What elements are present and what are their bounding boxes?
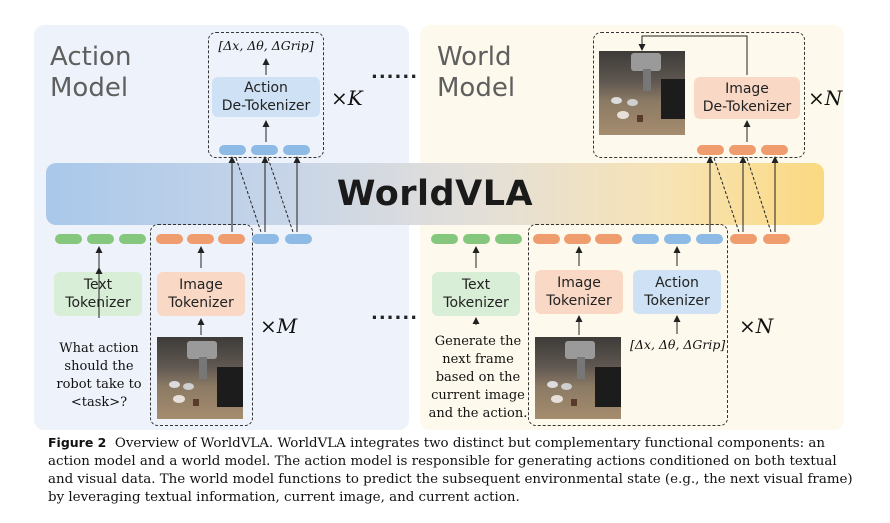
text-token <box>119 234 146 244</box>
text-token <box>463 234 490 244</box>
action-prompt: What action should the robot take to <ta… <box>48 340 150 412</box>
action-detokenizer-line1: Action <box>244 80 288 96</box>
world-prompt-line: current image <box>431 388 525 403</box>
image-token <box>187 234 214 244</box>
action-prompt-line: should the <box>64 359 134 374</box>
text-token <box>495 234 522 244</box>
image-detokenizer-group <box>593 32 805 158</box>
image-token <box>595 234 622 244</box>
image-output-token <box>763 234 790 244</box>
action-prompt-line: <task>? <box>70 395 128 410</box>
world-model-title-line1: World <box>437 42 512 72</box>
image-tokenizer-line2: Tokenizer <box>168 295 234 311</box>
repeat-n-bottom-text: ×N <box>739 314 774 338</box>
action-input-math: [Δx, Δθ, ΔGrip] <box>630 337 726 352</box>
image-output-token <box>697 145 724 155</box>
image-output-token <box>729 145 756 155</box>
repeat-m-text: ×M <box>260 314 298 338</box>
image-tokenizer-group <box>150 224 253 426</box>
text-token <box>431 234 458 244</box>
predicted-frame-image <box>599 51 685 135</box>
image-output-token <box>761 145 788 155</box>
text-tokenizer-line2: Tokenizer <box>443 295 509 311</box>
image-token <box>218 234 245 244</box>
repeat-m-label: ×M <box>260 314 297 338</box>
action-tokenizer-line2: Tokenizer <box>644 293 710 309</box>
text-token <box>87 234 114 244</box>
action-model-title: Action Model <box>50 42 131 104</box>
image-token <box>533 234 560 244</box>
caption-line: by leveraging textual information, curre… <box>48 490 520 505</box>
action-token <box>632 234 659 244</box>
action-model-title-line2: Model <box>50 73 129 103</box>
image-token <box>564 234 591 244</box>
repeat-n-top-label: ×N <box>808 86 842 110</box>
action-output-math: [Δx, Δθ, ΔGrip] <box>218 38 314 53</box>
action-token <box>664 234 691 244</box>
caption-line: Figure 2 Overview of WorldVLA. WorldVLA … <box>48 434 863 453</box>
caption-line: action model and a world model. The acti… <box>48 454 837 469</box>
action-prompt-line: robot take to <box>56 377 142 392</box>
image-tokenizer-box: Image Tokenizer <box>157 272 245 316</box>
ellipsis-top: ...... <box>371 62 419 83</box>
action-tokenizer-line1: Action <box>655 275 699 291</box>
image-tokenizer-box: Image Tokenizer <box>535 270 623 314</box>
figure-caption: Figure 2 Overview of WorldVLA. WorldVLA … <box>48 434 863 507</box>
image-detokenizer-box: Image De-Tokenizer <box>694 77 800 119</box>
text-tokenizer-box: Text Tokenizer <box>54 272 142 316</box>
text-tokenizer-line1: Text <box>461 277 491 293</box>
caption-line: and visual data. The world model functio… <box>48 472 853 487</box>
action-output-token <box>219 145 246 155</box>
repeat-n-bottom-label: ×N <box>739 314 773 338</box>
image-tokenizer-line1: Image <box>557 275 601 291</box>
text-tokenizer-box: Text Tokenizer <box>432 272 520 316</box>
current-scene-image <box>535 337 621 419</box>
repeat-n-top-text: ×N <box>808 86 843 110</box>
worldvla-label: WorldVLA <box>336 174 534 214</box>
world-prompt-line: and the action. <box>428 406 528 421</box>
image-action-tokenizer-group <box>528 224 728 426</box>
image-tokenizer-line2: Tokenizer <box>546 293 612 309</box>
action-input-token <box>252 234 279 244</box>
world-model-title-line2: Model <box>437 73 516 103</box>
ellipsis-bottom: ...... <box>371 303 419 324</box>
worldvla-band <box>46 163 824 225</box>
world-model-title: World Model <box>437 42 515 104</box>
image-detokenizer-line1: Image <box>725 81 769 97</box>
action-output-token <box>251 145 278 155</box>
text-tokenizer-line1: Text <box>83 277 113 293</box>
action-token <box>696 234 723 244</box>
repeat-k-text: ×K <box>331 86 363 110</box>
image-output-token <box>730 234 757 244</box>
caption-label: Figure 2 <box>48 435 107 450</box>
world-prompt-line: Generate the <box>434 334 522 349</box>
image-tokenizer-line1: Image <box>179 277 223 293</box>
action-model-title-line1: Action <box>50 42 132 72</box>
text-tokenizer-line2: Tokenizer <box>65 295 131 311</box>
robot-scene-image <box>157 337 243 419</box>
image-detokenizer-line2: De-Tokenizer <box>702 99 792 115</box>
image-token <box>156 234 183 244</box>
caption-line-text: Overview of WorldVLA. WorldVLA integrate… <box>114 436 825 451</box>
repeat-k-label: ×K <box>331 86 363 110</box>
action-output-token <box>283 145 310 155</box>
action-input-token <box>285 234 312 244</box>
world-prompt-line: next frame <box>442 352 514 367</box>
action-detokenizer-line2: De-Tokenizer <box>221 98 311 114</box>
action-tokenizer-box: Action Tokenizer <box>633 270 721 314</box>
text-token <box>55 234 82 244</box>
action-prompt-line: What action <box>59 341 139 356</box>
action-detokenizer-box: Action De-Tokenizer <box>212 77 320 117</box>
world-prompt-line: based on the <box>435 370 521 385</box>
world-prompt: Generate the next frame based on the cur… <box>424 333 532 423</box>
